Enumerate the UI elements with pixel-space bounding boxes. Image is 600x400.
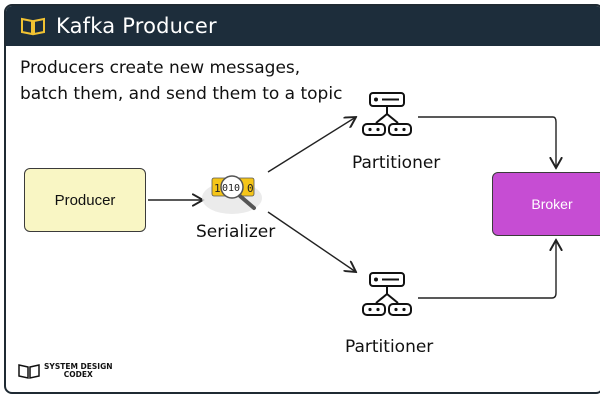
producer-node: Producer bbox=[24, 168, 146, 232]
serializer-label: Serializer bbox=[196, 222, 276, 242]
arrow-serializer-partitioner-bottom bbox=[267, 211, 356, 272]
producer-label: Producer bbox=[54, 191, 116, 209]
logo-line-1: SYSTEM DESIGN bbox=[44, 362, 113, 371]
serializer-icon: 1 0 010 bbox=[202, 175, 262, 214]
serializer-bits: 010 bbox=[222, 183, 240, 194]
description-line-1: Producers create new messages, bbox=[20, 58, 301, 78]
arrow-partitioner-bottom-broker bbox=[418, 240, 556, 299]
brand-logo: SYSTEM DESIGN CODEX bbox=[18, 363, 113, 379]
broker-node: Broker bbox=[492, 172, 600, 236]
logo-book-icon bbox=[18, 364, 40, 379]
arrow-serializer-partitioner-top bbox=[267, 117, 356, 173]
partitioner-top-label: Partitioner bbox=[352, 153, 441, 173]
svg-text:0: 0 bbox=[247, 182, 254, 195]
page-title: Kafka Producer bbox=[56, 14, 217, 38]
description-text: Producers create new messages, batch the… bbox=[20, 55, 342, 107]
partitioner-bottom-icon bbox=[362, 272, 412, 316]
arrow-partitioner-top-broker bbox=[418, 116, 556, 168]
description-line-2: batch them, and send them to a topic bbox=[20, 84, 343, 104]
partitioner-top-icon bbox=[362, 92, 412, 136]
header-bar: Kafka Producer bbox=[6, 6, 600, 46]
book-icon bbox=[21, 17, 45, 36]
partitioner-bottom-label: Partitioner bbox=[345, 337, 434, 357]
logo-text: SYSTEM DESIGN CODEX bbox=[44, 363, 113, 379]
logo-line-2: CODEX bbox=[63, 370, 93, 379]
svg-text:1: 1 bbox=[214, 182, 221, 195]
broker-label: Broker bbox=[531, 196, 573, 212]
